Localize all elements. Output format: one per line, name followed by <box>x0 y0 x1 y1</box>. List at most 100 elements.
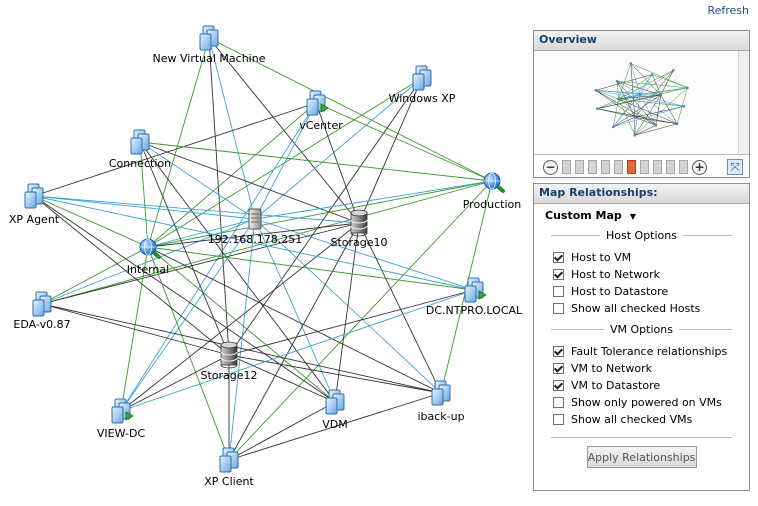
vm-powered-on-icon <box>111 398 134 424</box>
vm-option[interactable]: Fault Tolerance relationships <box>534 343 749 360</box>
relationship-edge <box>228 354 442 394</box>
overview-edge <box>597 108 635 118</box>
zoom-level-step[interactable] <box>614 160 623 174</box>
relationship-edge <box>254 180 493 220</box>
node-vdc[interactable]: VIEW-DC <box>97 398 146 440</box>
node-eda[interactable]: EDA-v0.87 <box>13 291 71 331</box>
node-label: Storage12 <box>200 369 257 382</box>
overview-edge <box>613 94 661 128</box>
overview-edge <box>630 63 688 88</box>
relationship-edge <box>228 77 423 356</box>
relationship-edge <box>147 102 317 248</box>
checkbox[interactable] <box>553 397 564 408</box>
overview-edge <box>630 63 641 95</box>
checkbox[interactable] <box>553 363 564 374</box>
apply-relationships-button[interactable]: Apply Relationships <box>586 446 697 468</box>
node-s12[interactable]: Storage12 <box>200 341 258 382</box>
vm-option[interactable]: VM to Datastore <box>534 377 749 394</box>
overview-edge <box>639 87 688 95</box>
node-wxp[interactable]: Windows XP <box>389 65 456 105</box>
relationship-edge <box>120 354 230 412</box>
zoom-out-icon[interactable]: − <box>543 160 558 175</box>
zoom-level-step[interactable] <box>640 160 649 174</box>
vm-option[interactable]: VM to Network <box>534 360 749 377</box>
option-label: Show only powered on VMs <box>571 396 722 409</box>
relationship-edge <box>139 141 149 248</box>
relationship-edge <box>334 222 360 403</box>
overview-thumbnail[interactable] <box>534 51 749 155</box>
overview-edge <box>660 70 674 96</box>
relationship-edge <box>120 218 256 412</box>
node-ib[interactable]: iback-up <box>417 380 465 423</box>
relationship-edge <box>120 102 317 412</box>
zoom-level-step[interactable] <box>562 160 571 174</box>
checkbox[interactable] <box>553 303 564 314</box>
node-conn[interactable]: Connection <box>109 129 171 170</box>
zoom-level-step[interactable] <box>666 160 675 174</box>
node-label: Connection <box>109 157 171 170</box>
node-s10[interactable]: Storage10 <box>330 209 388 249</box>
checkbox[interactable] <box>553 380 564 391</box>
map-relationships-title: Map Relationships: <box>534 184 749 204</box>
node-prod[interactable]: Production <box>463 172 522 211</box>
fit-to-window-icon[interactable]: ⤧ <box>727 159 743 175</box>
node-label: Windows XP <box>389 92 456 105</box>
node-vc[interactable]: vCenter <box>299 90 343 132</box>
vm-option[interactable]: Show only powered on VMs <box>534 394 749 411</box>
overview-edge <box>616 81 619 100</box>
relationship-edge <box>147 246 475 291</box>
checkbox[interactable] <box>553 252 564 263</box>
custom-map-dropdown[interactable]: Custom Map▼ <box>534 204 749 227</box>
node-vdm[interactable]: VDM <box>322 389 348 431</box>
node-host[interactable]: 192.168.178.251 <box>208 208 302 246</box>
option-label: Host to Datastore <box>571 285 669 298</box>
relationship-edge <box>33 195 475 291</box>
overview-scrollbar[interactable] <box>738 51 749 154</box>
option-label: VM to Datastore <box>571 379 661 392</box>
host-option[interactable]: Host to Datastore <box>534 283 749 300</box>
overview-node <box>594 89 598 92</box>
overview-edge <box>655 94 662 126</box>
zoom-level-step[interactable] <box>679 160 688 174</box>
virtual-machine-icon <box>130 129 150 155</box>
vm-option[interactable]: Show all checked VMs <box>534 411 749 428</box>
zoom-level-step[interactable] <box>601 160 610 174</box>
host-option[interactable]: Host to Network <box>534 266 749 283</box>
zoom-level-step[interactable] <box>627 160 636 174</box>
relationship-edge <box>358 222 442 394</box>
zoom-level-step[interactable] <box>588 160 597 174</box>
node-xpa[interactable]: XP Agent <box>9 183 60 226</box>
datastore-icon <box>220 341 238 369</box>
option-label: Show all checked VMs <box>571 413 693 426</box>
relationship-edge <box>208 37 230 356</box>
node-label: 192.168.178.251 <box>208 233 302 246</box>
zoom-in-icon[interactable]: + <box>692 160 707 175</box>
node-xpc[interactable]: XP Client <box>204 447 254 488</box>
checkbox[interactable] <box>553 286 564 297</box>
host-server-icon <box>248 208 262 230</box>
host-option[interactable]: Show all checked Hosts <box>534 300 749 317</box>
zoom-level-step[interactable] <box>653 160 662 174</box>
overview-edge <box>618 98 657 126</box>
node-int[interactable]: Internal <box>127 238 169 276</box>
host-option[interactable]: Host to VM <box>534 249 749 266</box>
checkbox[interactable] <box>553 346 564 357</box>
checkbox[interactable] <box>553 269 564 280</box>
node-dc[interactable]: DC.NTPRO.LOCAL <box>426 277 523 317</box>
node-nvm[interactable]: New Virtual Machine <box>153 25 266 65</box>
zoom-level-step[interactable] <box>575 160 584 174</box>
overview-node <box>672 68 675 72</box>
overview-edge <box>652 74 688 89</box>
relationship-edge <box>147 37 210 248</box>
checkbox[interactable] <box>553 414 564 425</box>
overview-edge <box>597 94 661 109</box>
overview-node <box>629 62 633 65</box>
relationship-edge <box>254 77 423 220</box>
overview-node <box>633 116 637 119</box>
overview-edge <box>597 108 678 125</box>
relationship-edge <box>41 246 149 305</box>
refresh-link[interactable]: Refresh <box>707 4 749 17</box>
